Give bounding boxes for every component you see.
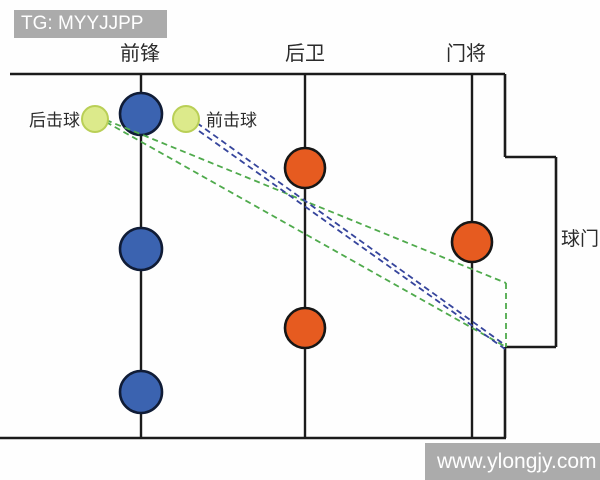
tg-watermark: TG: MYYJJPP [14,10,167,38]
shot-trajectory-green [105,121,507,348]
goal-label: 球门 [561,228,599,250]
shot-trajectory-blue [196,122,506,346]
rod-label: 门将 [446,42,486,65]
front-shot-label: 前击球 [206,111,257,130]
orange-player [450,220,494,264]
blue-player [118,226,164,272]
ball-back-shot [81,105,109,133]
ball-front-shot [172,105,200,133]
orange-player [283,146,327,190]
blue-player [118,91,164,137]
rod-label: 前锋 [120,42,160,65]
website-watermark: www.ylongjy.com [425,443,600,480]
rod-label: 后卫 [285,42,325,65]
orange-player [283,306,327,350]
back-shot-label: 后击球 [29,111,80,130]
blue-player [118,369,164,415]
shot-trajectory-blue [198,130,506,350]
